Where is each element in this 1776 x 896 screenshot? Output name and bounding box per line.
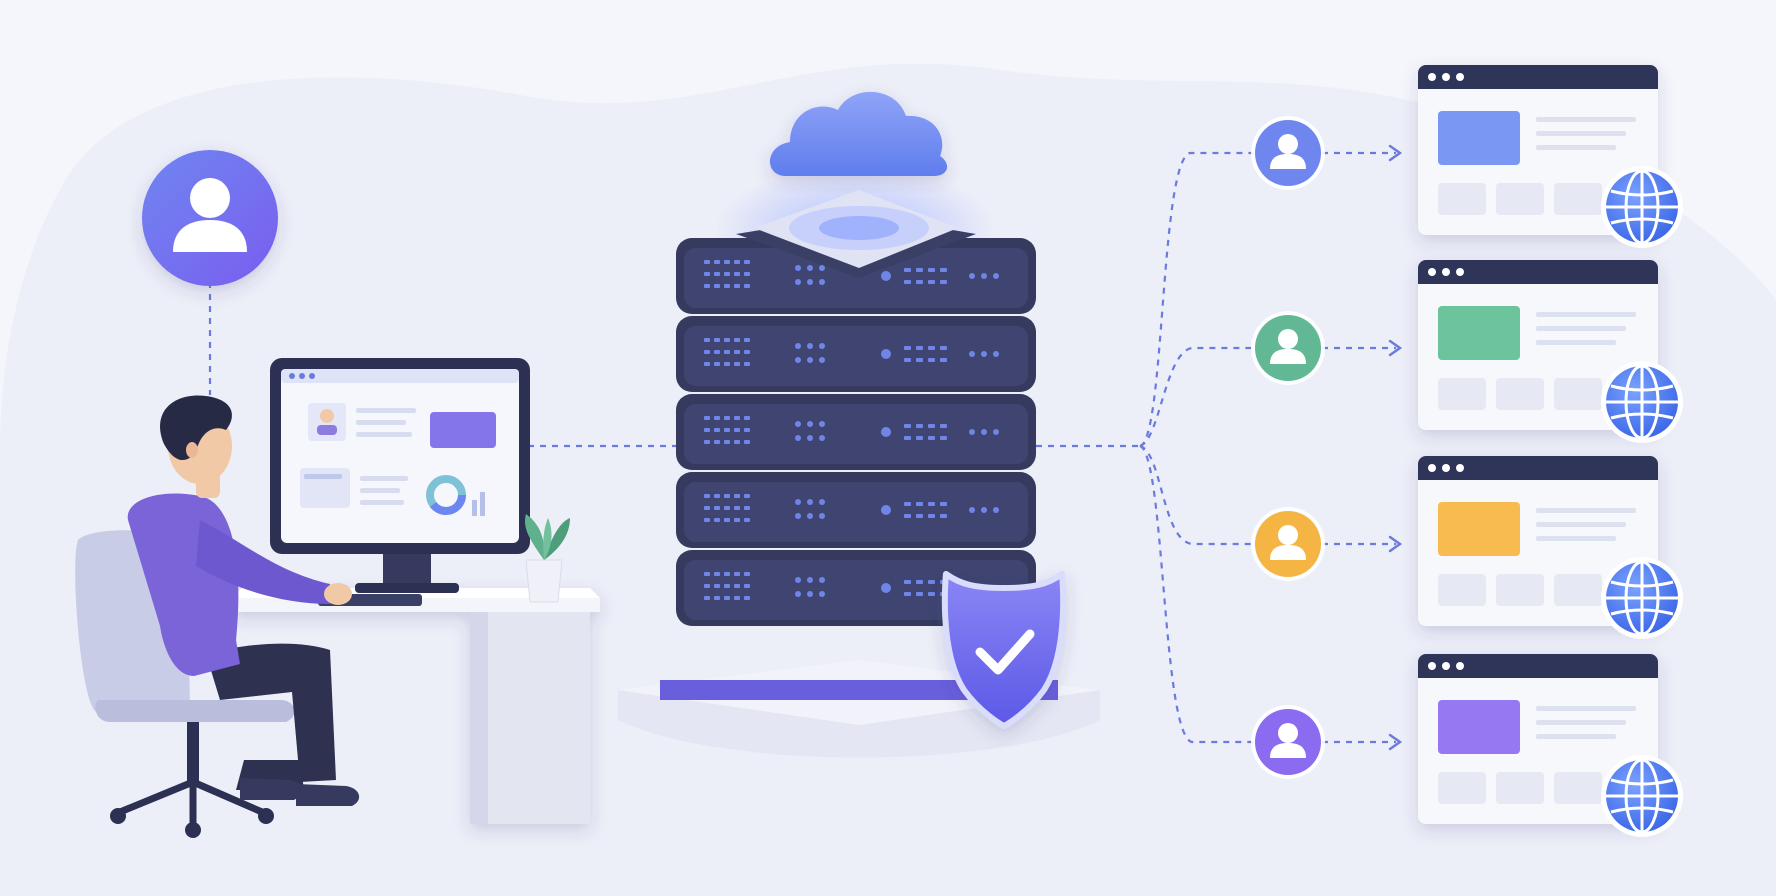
visitor-avatar-icon bbox=[1251, 116, 1325, 190]
website-1 bbox=[1251, 65, 1683, 248]
server-tower bbox=[618, 190, 1100, 758]
server-unit bbox=[676, 394, 1036, 470]
branch-1 bbox=[1139, 151, 1254, 448]
website-2 bbox=[1251, 260, 1683, 443]
branch-3 bbox=[1139, 444, 1254, 546]
browser-window bbox=[1418, 456, 1658, 626]
connector-lines bbox=[208, 151, 1396, 744]
browser-window bbox=[1418, 654, 1658, 824]
website-4 bbox=[1251, 654, 1683, 837]
user-avatar-icon bbox=[142, 150, 278, 286]
cloud-icon bbox=[769, 91, 948, 176]
hero-block bbox=[1438, 502, 1520, 556]
globe-icon bbox=[1601, 557, 1683, 639]
workstation-monitor bbox=[270, 358, 530, 593]
browser-window bbox=[1418, 260, 1658, 430]
branch-4 bbox=[1139, 444, 1254, 744]
hero-block bbox=[1438, 700, 1520, 754]
server-top-lid bbox=[736, 190, 976, 278]
visitor-avatar-icon bbox=[1251, 311, 1325, 385]
globe-icon bbox=[1601, 166, 1683, 248]
hero-block bbox=[1438, 111, 1520, 165]
arrowheads bbox=[1388, 144, 1403, 751]
branch-2 bbox=[1139, 346, 1254, 448]
browser-window bbox=[1418, 65, 1658, 235]
shield-check-icon bbox=[941, 571, 1067, 729]
hero-block bbox=[1438, 306, 1520, 360]
potted-plant-icon bbox=[524, 514, 570, 603]
visitor-avatar-icon bbox=[1251, 705, 1325, 779]
globe-icon bbox=[1601, 361, 1683, 443]
server-unit bbox=[676, 316, 1036, 392]
visitor-avatar-icon bbox=[1251, 507, 1325, 581]
website-3 bbox=[1251, 456, 1683, 639]
server-unit bbox=[676, 238, 1036, 314]
globe-icon bbox=[1601, 755, 1683, 837]
person-at-desk bbox=[127, 395, 360, 806]
hosted-websites bbox=[1251, 65, 1683, 837]
server-unit bbox=[676, 472, 1036, 548]
